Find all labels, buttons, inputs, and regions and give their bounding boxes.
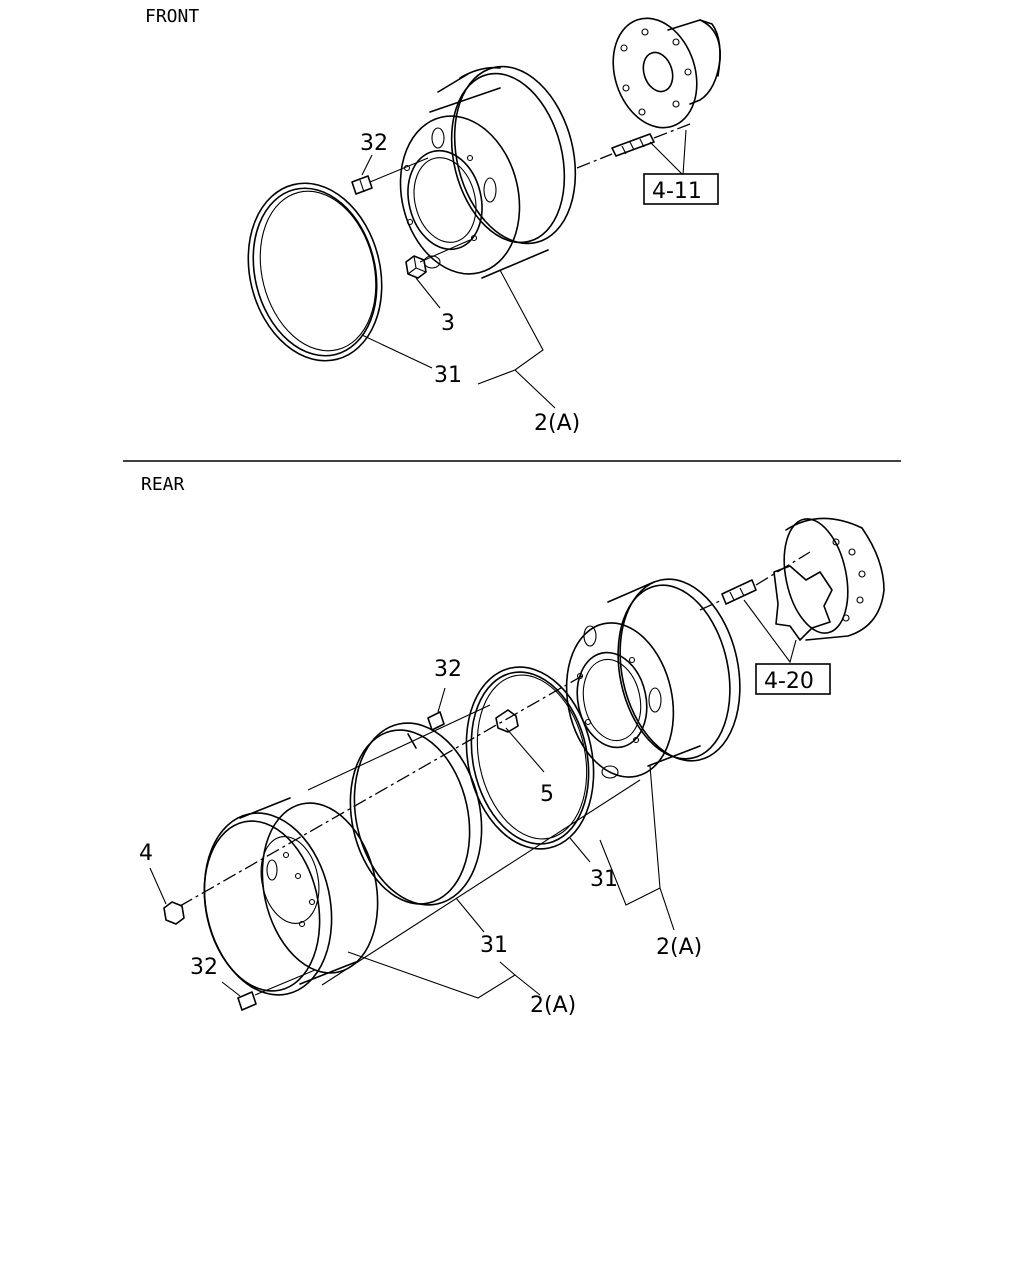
rear-leaders: [149, 599, 797, 999]
rear-nut: [163, 901, 185, 925]
front-leaders: [361, 129, 687, 409]
rear-outer-disc-wheel: [203, 797, 379, 996]
label-rear-nut-cap-top: 32: [434, 657, 462, 682]
label-front-ring: 31: [434, 363, 462, 388]
front-side-ring: [247, 182, 383, 362]
rear-nut-cap-bottom: [237, 991, 257, 1011]
label-rear-wheel-inner: 2(A): [656, 935, 702, 960]
label-rear-valve: 5: [540, 782, 554, 807]
label-front-nut: 3: [441, 311, 455, 336]
rear-valve: [495, 709, 545, 773]
rear-inner-disc-wheel: [565, 578, 741, 779]
rear-center-axis: [179, 675, 583, 907]
front-wheel-stud: [576, 123, 691, 169]
front-nut: [405, 255, 427, 279]
rear-spacer-ring: [349, 722, 483, 906]
label-rear-nut: 4: [139, 841, 153, 866]
front-hub: [612, 17, 721, 129]
front-nut-cap: [351, 175, 373, 195]
label-rear-ring-inner: 31: [590, 867, 618, 892]
rear-hub: [773, 517, 885, 641]
label-front-nut-cap: 32: [360, 131, 388, 156]
label-front-ref: 4-11: [652, 179, 702, 204]
rear-wheel-stud: [699, 551, 811, 611]
rear-section-title: REAR: [141, 474, 185, 495]
rear-lower-guide: [321, 779, 641, 986]
label-rear-ref: 4-20: [764, 669, 814, 694]
label-rear-ring-outer: 31: [480, 933, 508, 958]
label-rear-wheel-outer: 2(A): [530, 993, 576, 1018]
front-disc-wheel: [399, 65, 577, 279]
front-ref-box: [643, 173, 719, 205]
rear-inner-side-ring: [465, 666, 595, 850]
rear-upper-guide: [307, 704, 491, 791]
rear-ref-box: [755, 663, 831, 695]
front-section-title: FRONT: [145, 6, 199, 27]
label-rear-nut-cap-bottom: 32: [190, 955, 218, 980]
label-front-wheel: 2(A): [534, 411, 580, 436]
rear-cap-guide: [254, 969, 316, 996]
rear-nut-cap-top: [427, 711, 445, 731]
